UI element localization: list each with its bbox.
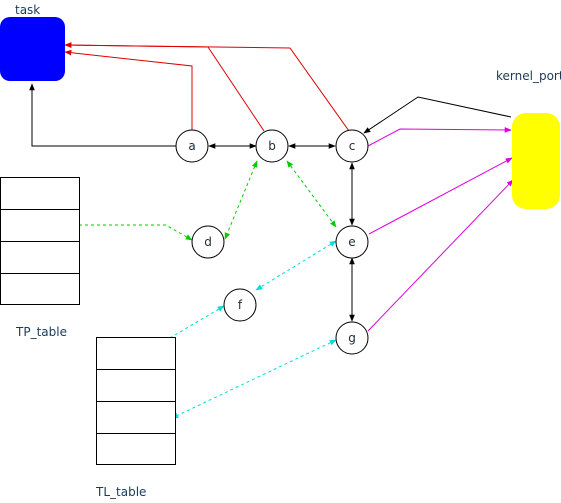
tl-table-row	[96, 369, 176, 402]
tp-table-row	[0, 209, 80, 242]
tl-table-row	[96, 401, 176, 434]
node-c-circle	[335, 129, 369, 163]
node-g[interactable]: g	[335, 321, 369, 355]
edge-b-d	[224, 160, 258, 240]
node-b[interactable]: b	[255, 129, 289, 163]
cyan-edges	[145, 240, 337, 419]
node-f-label: f	[238, 298, 243, 312]
node-c[interactable]: c	[335, 129, 369, 163]
node-d-circle	[191, 225, 225, 259]
node-e[interactable]: e	[335, 225, 369, 259]
task-label: task	[15, 3, 40, 17]
tp-table-row	[0, 273, 80, 305]
green-edges	[31, 160, 337, 241]
edge-e-f	[255, 240, 337, 291]
edge-a-task-black	[29, 83, 176, 147]
kernel-port-label: kernel_port	[496, 69, 561, 83]
edge-g-tltable	[171, 339, 337, 419]
edge-b-e	[286, 160, 337, 228]
red-edges	[64, 42, 350, 132]
kernel-port-node[interactable]: kernel_port	[496, 69, 561, 209]
edge-c-task	[64, 42, 350, 132]
edge-e-kernel	[368, 157, 513, 235]
node-g-label: g	[348, 331, 356, 345]
tp-table[interactable]	[0, 177, 80, 305]
node-g-circle	[335, 321, 369, 355]
task-node[interactable]: task	[0, 3, 65, 81]
edge-c-kernel	[367, 127, 512, 147]
node-e-label: e	[348, 235, 355, 249]
node-a-circle	[175, 129, 209, 163]
node-a-label: a	[188, 139, 195, 153]
node-d-label: d	[204, 235, 212, 249]
magenta-edges	[367, 127, 514, 332]
node-f-circle	[223, 288, 257, 322]
tp-table-row	[0, 177, 80, 210]
circle-nodes: a b c d e f g	[175, 129, 369, 355]
edge-d-tptable	[31, 222, 193, 241]
tl-table-row	[96, 433, 176, 465]
node-d[interactable]: d	[191, 225, 225, 259]
tl-table-label: TL_table	[95, 485, 146, 499]
kernel-port-box	[512, 113, 560, 209]
node-c-label: c	[349, 139, 356, 153]
node-e-circle	[335, 225, 369, 259]
node-a[interactable]: a	[175, 129, 209, 163]
tl-table-row	[96, 337, 176, 370]
edge-kernel-c	[363, 96, 512, 134]
tp-table-row	[0, 241, 80, 274]
edge-a-task	[64, 49, 193, 131]
tp-table-label: TP_table	[15, 325, 67, 339]
node-b-label: b	[268, 139, 276, 153]
task-box	[0, 17, 65, 81]
edge-b-task	[64, 42, 265, 132]
black-edges	[29, 83, 512, 322]
node-b-circle	[255, 129, 289, 163]
edge-g-kernel	[367, 179, 514, 332]
node-f[interactable]: f	[223, 288, 257, 322]
tl-table[interactable]	[96, 337, 176, 465]
